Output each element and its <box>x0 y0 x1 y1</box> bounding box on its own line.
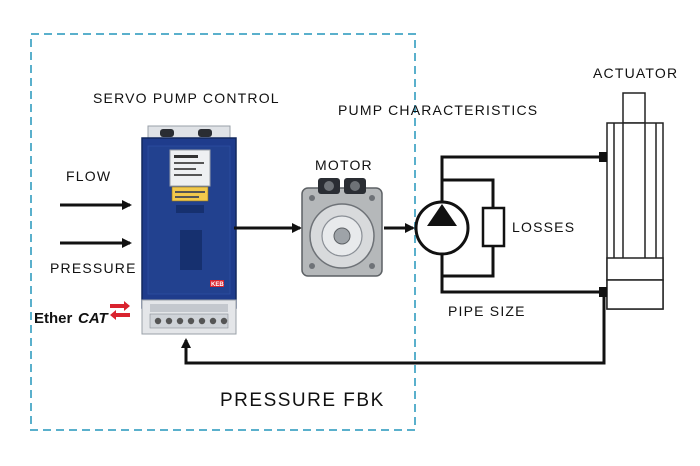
servo-pump-control-label: SERVO PUMP CONTROL <box>93 90 280 106</box>
flow-label: FLOW <box>66 168 111 184</box>
losses-resistor <box>481 206 506 248</box>
ethercat-logo-prefix: Ether <box>34 310 73 327</box>
pressure-label: PRESSURE <box>50 260 137 276</box>
motor-label: MOTOR <box>315 157 373 173</box>
actuator-cylinder <box>599 92 664 310</box>
pump-characteristics-label: PUMP CHARACTERISTICS <box>338 102 538 118</box>
pressure-feedback-line <box>181 292 606 365</box>
servo-drive: KEB <box>141 125 237 335</box>
motor-body <box>301 178 383 277</box>
keb-logo: KEB <box>211 282 224 288</box>
losses-label: LOSSES <box>512 219 575 235</box>
pipe-size-label: PIPE SIZE <box>448 303 526 319</box>
losses-branch-bottom <box>442 246 495 278</box>
ethercat-logo-suffix: CAT <box>78 310 110 327</box>
pump-symbol <box>414 200 470 256</box>
return-line <box>440 254 604 294</box>
drive-terminals <box>149 313 229 329</box>
losses-branch-top <box>442 178 495 208</box>
pressure-fbk-label: PRESSURE FBK <box>220 390 385 411</box>
actuator-label: ACTUATOR <box>593 65 678 81</box>
supply-line <box>440 155 604 202</box>
ethercat-logo: Ether CAT <box>34 301 130 327</box>
